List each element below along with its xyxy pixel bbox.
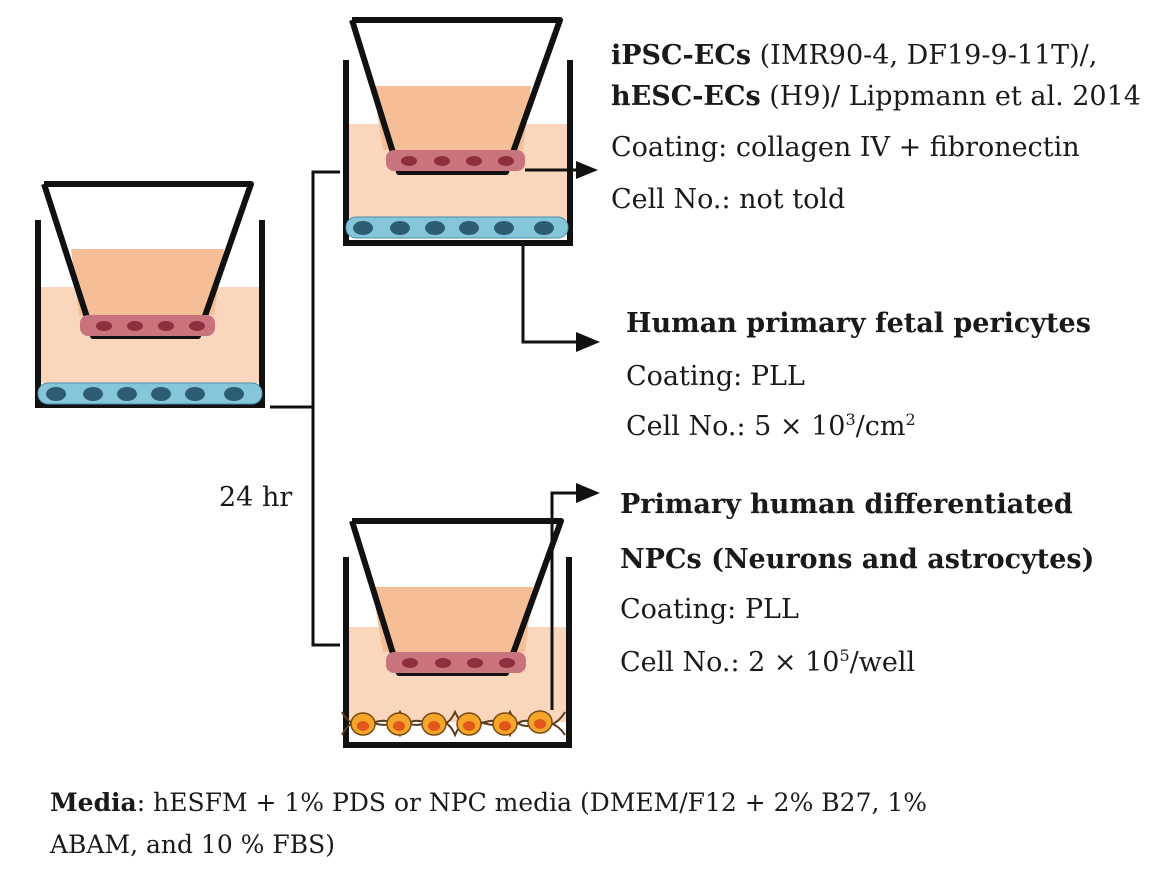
pericytes-coating: Coating: PLL — [626, 361, 805, 392]
top-arrows — [521, 161, 600, 352]
media-description: : hESFM + 1% PDS or NPC media (DMEM/F12 … — [136, 788, 928, 817]
endothelial-arrow-head — [576, 161, 598, 179]
time-label: 24 hr — [219, 482, 293, 513]
npc-nuclei — [357, 719, 546, 731]
ipsc-ecs-label: iPSC-ECs — [611, 40, 752, 71]
npc-cell-number-exponent: 5 — [839, 646, 850, 665]
pericytes-title: Human primary fetal pericytes — [626, 308, 1091, 339]
left-pericyte-nuclei — [46, 387, 244, 401]
top-insert-outline — [349, 17, 563, 175]
top-insert-medium — [373, 86, 531, 150]
pericytes-cell-number-base: Cell No.: 5 × 10 — [626, 411, 846, 442]
top-endothelial-layer — [386, 150, 525, 171]
bottom-endothelial-nuclei — [402, 658, 515, 668]
top-cell-number: Cell No.: not told — [611, 184, 846, 215]
pericyte-arrow-head — [576, 332, 600, 352]
npc-arrow — [550, 483, 600, 710]
hesc-ecs-label: hESC-ECs — [611, 81, 761, 112]
bottom-insert-medium — [372, 587, 533, 652]
top-cell-line-1: iPSC-ECs (IMR90-4, DF19-9-11T)/, — [611, 41, 1097, 71]
media-line-1: Media: hESFM + 1% PDS or NPC media (DMEM… — [50, 788, 927, 818]
left-endothelial-layer — [80, 315, 215, 336]
pericytes-cell-number-unit-exponent: 2 — [905, 410, 916, 429]
npc-coating: Coating: PLL — [620, 594, 799, 625]
split-bracket — [270, 170, 340, 647]
pericytes-cell-number-unit: /cm — [855, 411, 906, 442]
top-cell-line-2: hESC-ECs (H9)/ Lippmann et al. 2014 — [611, 82, 1141, 112]
media-label: Media — [50, 788, 137, 817]
top-pericyte-nuclei — [353, 221, 554, 235]
npc-title-line-1: Primary human differentiated — [620, 489, 1073, 520]
npc-cell-number-unit: /well — [849, 647, 916, 678]
npc-title-line-2: NPCs (Neurons and astrocytes) — [620, 544, 1095, 575]
left-transwell — [35, 181, 265, 408]
hesc-ecs-detail: (H9)/ Lippmann et al. 2014 — [760, 81, 1141, 112]
top-transwell — [343, 17, 573, 246]
pericytes-cell-number: Cell No.: 5 × 103/cm2 — [626, 412, 916, 442]
bottom-transwell — [341, 518, 572, 748]
pericyte-arrow-line — [521, 243, 578, 344]
ipsc-ecs-detail: (IMR90-4, DF19-9-11T)/, — [751, 40, 1098, 71]
npc-cell-number: Cell No.: 2 × 105/well — [620, 648, 915, 678]
top-endothelial-nuclei — [401, 156, 514, 166]
top-coating: Coating: collagen IV + fibronectin — [611, 132, 1080, 163]
npc-layer — [341, 709, 566, 738]
left-endothelial-nuclei — [96, 321, 205, 331]
left-insert-medium — [71, 249, 224, 315]
pericytes-cell-number-exponent: 3 — [845, 410, 856, 429]
media-line-2: ABAM, and 10 % FBS) — [50, 830, 335, 859]
bottom-endothelial-layer — [386, 652, 526, 673]
npc-cell-number-base: Cell No.: 2 × 10 — [620, 647, 840, 678]
